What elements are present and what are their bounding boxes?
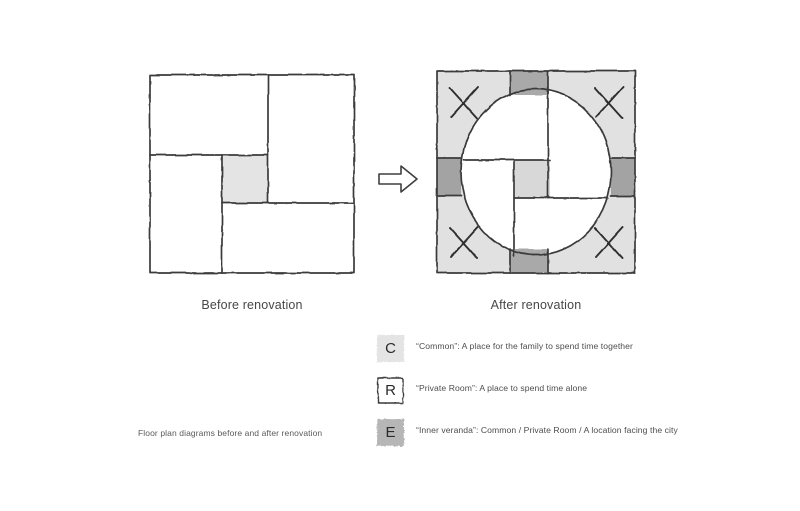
after-edge-blocks bbox=[437, 71, 635, 273]
legend-badge-private-room-letter: R bbox=[385, 382, 396, 399]
before-diagram-caption: Before renovation bbox=[201, 298, 303, 312]
legend-text-inner-veranda: “Inner veranda”: Common / Private Room /… bbox=[416, 425, 678, 435]
after-diagram-caption: After renovation bbox=[490, 298, 582, 312]
after-renovation-diagram bbox=[432, 66, 640, 278]
edge-block-left bbox=[437, 158, 461, 196]
common-badge-fill bbox=[377, 335, 404, 362]
after-walls bbox=[436, 70, 636, 274]
figure-caption: Floor plan diagrams before and after ren… bbox=[138, 428, 323, 438]
private-room-badge-outline bbox=[377, 377, 404, 404]
right-arrow-icon bbox=[376, 161, 420, 197]
legend-item-inner-veranda: E “Inner veranda”: Common / Private Room… bbox=[376, 418, 776, 460]
legend-badge-common: C bbox=[376, 334, 405, 363]
before-renovation-diagram bbox=[146, 70, 358, 278]
arrow-shape bbox=[378, 165, 418, 193]
legend-item-private-room: R “Private Room”: A place to spend time … bbox=[376, 376, 776, 418]
after-center-shaded-cell bbox=[514, 160, 550, 198]
before-center-shaded-cell bbox=[222, 155, 268, 203]
legend: C “Common”: A place for the family to sp… bbox=[376, 334, 776, 460]
legend-badge-common-letter: C bbox=[385, 340, 396, 357]
legend-item-common: C “Common”: A place for the family to sp… bbox=[376, 334, 776, 376]
legend-badge-inner-veranda: E bbox=[376, 418, 405, 447]
legend-text-common: “Common”: A place for the family to spen… bbox=[416, 341, 633, 351]
edge-block-right bbox=[611, 158, 635, 196]
edge-block-bottom bbox=[510, 249, 548, 273]
inner-veranda-badge-fill bbox=[377, 419, 404, 446]
before-walls bbox=[149, 74, 355, 274]
legend-text-private-room: “Private Room”: A place to spend time al… bbox=[416, 383, 588, 393]
legend-badge-inner-veranda-letter: E bbox=[385, 424, 396, 441]
legend-badge-private-room: R bbox=[376, 376, 405, 405]
edge-block-top bbox=[510, 71, 548, 95]
after-corner-hatching bbox=[449, 86, 624, 259]
